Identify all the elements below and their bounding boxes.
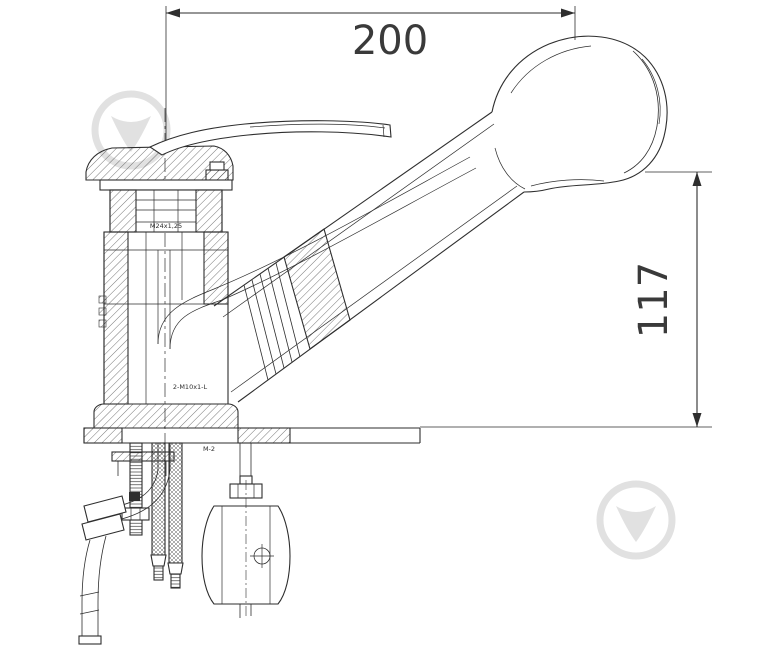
hose-connector xyxy=(81,513,125,541)
dimension-width-label: 200 xyxy=(352,18,428,64)
base-flange xyxy=(93,403,239,429)
faucet-body xyxy=(93,231,239,429)
width-dimension xyxy=(165,6,576,148)
hose-fitting xyxy=(167,562,184,575)
watermark-right xyxy=(596,480,676,560)
shop-logo-watermark-icon xyxy=(596,480,676,560)
hose-weight xyxy=(201,443,291,618)
lever-blade xyxy=(148,120,392,156)
height-dimension xyxy=(420,171,712,428)
cartridge-section xyxy=(109,189,223,233)
mounting-deck xyxy=(83,427,421,444)
hose-end-cap xyxy=(78,635,102,645)
grip-ribs xyxy=(243,262,301,381)
threaded-stud xyxy=(129,442,143,536)
arrowhead-right-icon xyxy=(561,8,575,18)
pullout-hose-inner xyxy=(169,167,477,350)
shop-logo-arrow-icon xyxy=(616,506,656,542)
pullout-hose-assembly xyxy=(78,443,171,645)
supply-hose xyxy=(168,442,183,564)
joint-collar xyxy=(283,228,351,350)
hose-fitting xyxy=(150,554,167,567)
handle-cap xyxy=(85,145,234,181)
hose-connector xyxy=(83,495,127,523)
supply-hose xyxy=(151,442,166,556)
arrowhead-left-icon xyxy=(166,8,180,18)
lever-handle xyxy=(85,120,392,191)
shop-logo-arrow-icon xyxy=(111,116,151,152)
dimension-height-label: 117 xyxy=(631,262,677,338)
spray-head xyxy=(491,35,668,193)
escutcheon-ring xyxy=(99,179,233,191)
spout-tube xyxy=(157,111,525,403)
arrowhead-down-icon xyxy=(692,413,702,427)
part-label-stud-thread: 2-M10x1-L xyxy=(173,383,208,391)
o-ring xyxy=(98,295,107,304)
pullout-hose-inner xyxy=(157,156,471,345)
o-ring xyxy=(98,319,107,328)
supply-hoses xyxy=(150,442,184,589)
o-ring xyxy=(98,307,107,316)
part-label-cartridge-thread: M24x1,25 xyxy=(150,222,182,230)
part-label-deck: M-2 xyxy=(203,445,215,453)
arrowhead-up-icon xyxy=(692,172,702,186)
